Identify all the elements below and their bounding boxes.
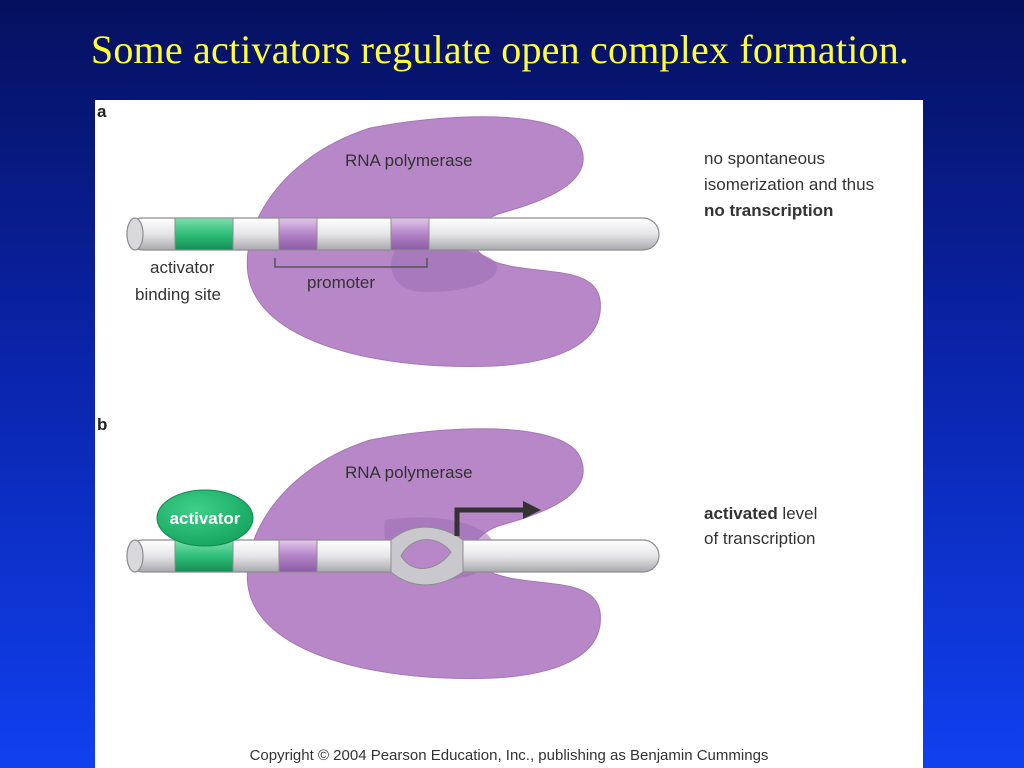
dna-strand-a [126, 217, 660, 251]
copyright-notice: Copyright © 2004 Pearson Education, Inc.… [250, 747, 769, 764]
activator-label: activator [170, 509, 241, 528]
caption-b-bold: activated [704, 504, 778, 523]
caption-b-line1: activated level [704, 504, 817, 523]
caption-b-line2: of transcription [704, 529, 816, 548]
transcription-arrow [454, 507, 523, 536]
caption-b-rest: level [778, 504, 818, 523]
polymerase-label-b: RNA polymerase [345, 463, 473, 482]
figure-panel: a RNA polymerase promoter activator bind… [95, 100, 923, 768]
polymerase-label-a: RNA polymerase [345, 151, 473, 170]
activator-site-label-2: binding site [135, 285, 221, 304]
activator-protein [156, 489, 254, 547]
promoter-bracket-a [274, 258, 428, 268]
caption-a-line2: isomerization and thus [704, 175, 874, 194]
arrow-head [523, 501, 541, 519]
promoter-label-a: promoter [307, 273, 375, 292]
caption-a-line3: no transcription [704, 201, 833, 220]
dna-strand-b [126, 526, 660, 586]
caption-a-line1: no spontaneous [704, 149, 825, 168]
slide-title: Some activators regulate open complex fo… [90, 27, 910, 72]
panel-a-label: a [97, 102, 107, 121]
panel-b-label: b [97, 415, 107, 434]
polymerase-cleft-shadow-a [391, 248, 497, 292]
activator-site-label-1: activator [150, 258, 215, 277]
transcription-diagram: a RNA polymerase promoter activator bind… [97, 102, 874, 764]
